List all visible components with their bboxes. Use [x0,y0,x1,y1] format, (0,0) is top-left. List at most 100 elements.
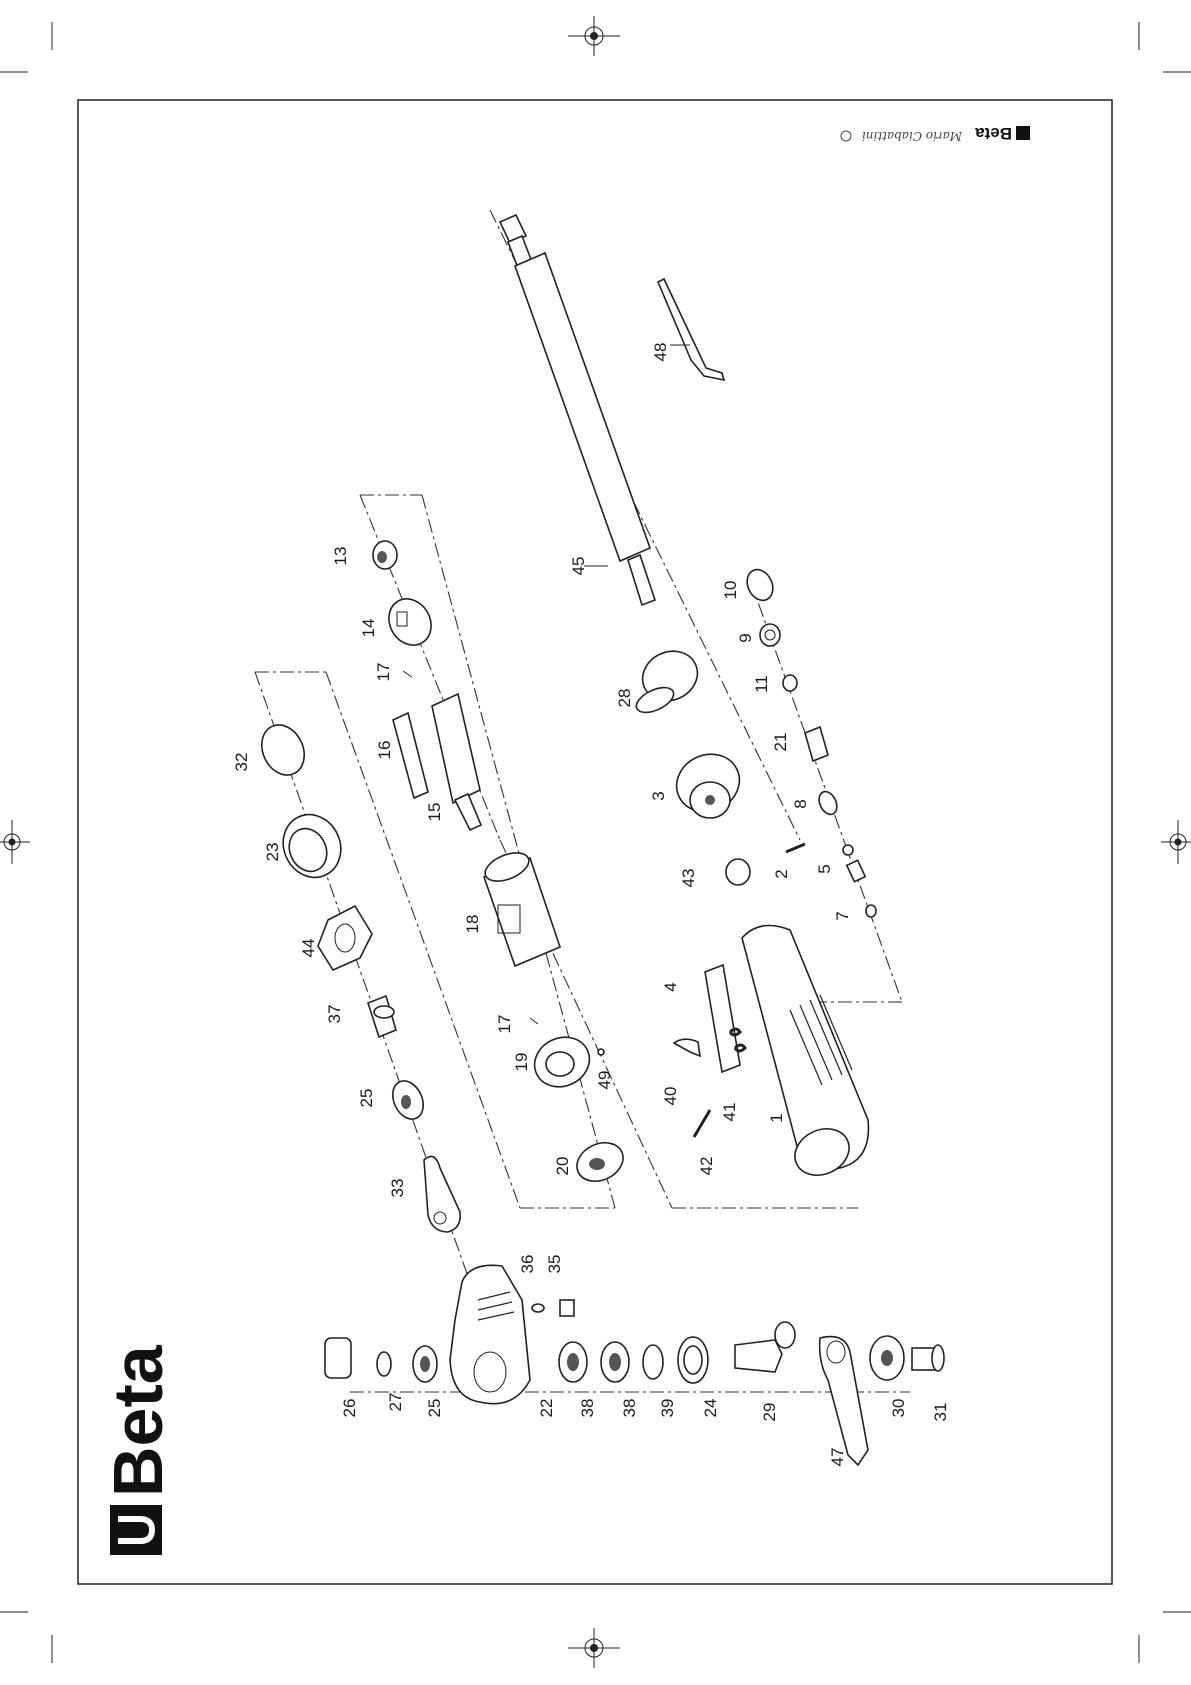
part-bearing-20[interactable] [571,1136,630,1189]
part-label-oring-11: 11 [752,675,771,693]
part-label-ring-32: 32 [232,753,251,772]
part-cylinder-18[interactable] [481,847,560,966]
part-oring-7[interactable] [866,905,876,917]
part-plate-14[interactable] [381,591,440,653]
part-label-cap-26: 26 [340,1399,359,1418]
part-lever-4[interactable] [705,965,740,1072]
part-main-shaft[interactable] [500,215,655,605]
part-pin-2[interactable] [786,844,805,852]
part-bushing-21[interactable] [805,727,828,761]
part-screw-35[interactable] [560,1300,574,1316]
part-pin-36[interactable] [532,1304,544,1312]
part-label-spring-41: 41 [720,1103,739,1122]
part-spindle-29[interactable] [735,1322,795,1372]
part-label-rotor-15: 15 [425,803,444,822]
part-label-plate-19: 19 [512,1053,531,1072]
registration-mark-left [0,820,30,864]
part-bearing-25a[interactable] [387,1076,429,1124]
part-oring-11[interactable] [783,675,797,691]
part-label-lever-40: 40 [661,1087,680,1106]
part-label-lever-4: 4 [661,982,680,991]
part-label-washer-27: 27 [386,1393,405,1412]
part-pin-17b[interactable] [530,1018,538,1024]
part-body-1[interactable] [742,926,868,1184]
part-label-head-22: 22 [537,1399,556,1418]
beta-logo: Beta [99,1344,177,1555]
part-nut-24[interactable] [678,1337,708,1383]
part-lever-40[interactable] [674,1039,700,1056]
part-washer-27[interactable] [377,1352,391,1376]
part-bearing-38b[interactable] [601,1342,629,1382]
part-head-22[interactable] [450,1265,530,1403]
part-ring-32[interactable] [254,718,312,782]
part-label-pin-17a: 17 [374,663,393,682]
part-label-blade-16: 16 [375,741,394,760]
part-label-screw-31: 31 [931,1403,950,1422]
part-label-yoke-33: 33 [388,1179,407,1198]
small-brand-mark: Beta [975,124,1030,143]
part-label-bearing-25b: 25 [425,1399,444,1418]
part-spring-8[interactable] [816,789,841,818]
part-label-screw-13: 13 [331,547,350,566]
page-frame [78,100,1112,1584]
part-bearing-25b[interactable] [413,1346,437,1382]
part-bearing-38a[interactable] [559,1342,587,1382]
part-pin-49[interactable] [598,1049,604,1055]
part-label-screw-35: 35 [545,1255,564,1274]
part-label-ring-10: 10 [721,581,740,600]
beta-logo-text: Beta [99,1344,177,1497]
part-label-bearing-25a: 25 [357,1089,376,1108]
part-label-pin-36: 36 [518,1255,537,1274]
part-label-nut-44: 44 [299,939,318,958]
part-label-bearing-38b: 38 [620,1399,639,1418]
signature-text: Mario Ciabattini [862,129,963,143]
part-label-bushing-37: 37 [325,1005,344,1024]
part-label-valve-5: 5 [815,864,834,873]
part-label-pin-2: 2 [772,869,791,878]
part-pin-42[interactable] [694,1110,710,1137]
part-blade-16[interactable] [393,713,428,798]
part-cap-26[interactable] [325,1338,351,1378]
part-plate-19[interactable] [526,1028,597,1095]
part-hex-key[interactable] [658,279,724,380]
signature-mark: Mario Ciabattini [841,129,963,143]
part-label-plate-14: 14 [359,619,378,638]
part-arm-47[interactable] [820,1337,868,1465]
part-screw-13[interactable] [373,541,397,569]
part-label-pin-49: 49 [595,1071,614,1090]
part-label-pin-17b: 17 [495,1015,514,1034]
part-label-main-shaft: 45 [569,557,588,576]
part-label-hex-key: 48 [651,343,670,362]
part-label-oring-7: 7 [833,911,852,920]
part-label-pin-42: 42 [697,1157,716,1176]
part-label-washer-9: 9 [736,633,755,642]
part-housing-3[interactable] [667,744,749,822]
part-label-oring-43: 43 [679,869,698,888]
part-ring-10[interactable] [742,565,777,604]
part-label-bearing-20: 20 [553,1157,572,1176]
small-brand-text: Beta [975,124,1012,143]
part-washer-30[interactable] [870,1336,904,1380]
part-cap-28[interactable] [633,642,706,717]
part-label-body-1: 1 [767,1113,786,1122]
part-valve-5[interactable] [843,845,865,882]
part-label-bushing-21: 21 [771,733,790,752]
registration-mark-right [1161,820,1191,864]
part-label-bearing-38a: 38 [578,1399,597,1418]
part-washer-9[interactable] [760,624,780,646]
part-label-ring-39: 39 [658,1399,677,1418]
part-label-washer-30: 30 [889,1399,908,1418]
part-label-cap-28: 28 [615,689,634,708]
part-bushing-37[interactable] [368,996,396,1037]
part-nut-44[interactable] [318,906,372,970]
part-ring-39[interactable] [643,1345,663,1379]
part-gear-23[interactable] [273,805,351,887]
part-pin-17a[interactable] [403,671,412,677]
part-yoke-33[interactable] [424,1156,460,1232]
registration-mark-top [568,16,620,56]
part-oring-43[interactable] [726,859,750,885]
part-screw-31[interactable] [912,1345,944,1371]
part-labels: 4548131417161518171949203223443725331091… [232,343,950,1467]
part-label-cylinder-18: 18 [463,915,482,934]
